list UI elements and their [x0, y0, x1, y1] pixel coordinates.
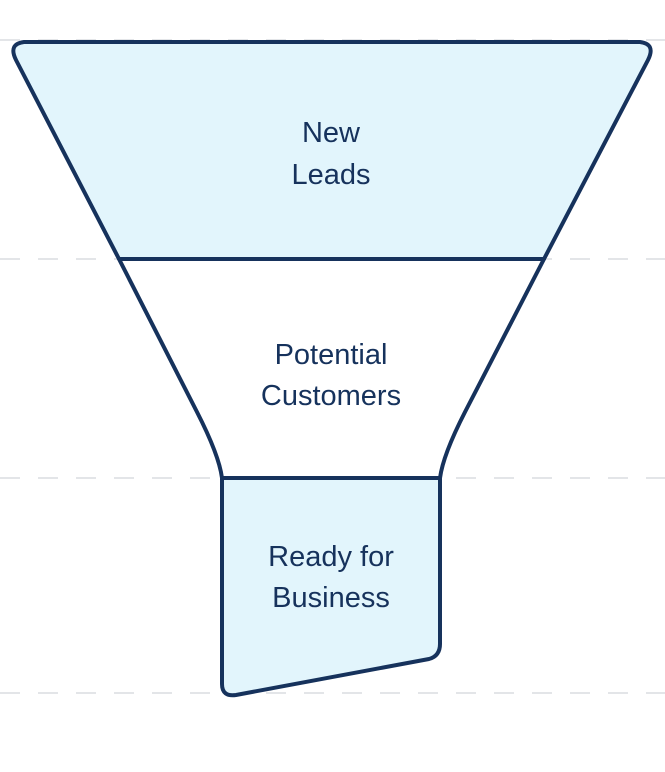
- funnel-stage-label-line2: Customers: [261, 380, 401, 412]
- funnel-stage-potential-customers: Potential Customers: [117, 257, 546, 480]
- funnel-stage-label-line1: Ready for: [268, 541, 394, 573]
- funnel-stage-shape: [220, 476, 442, 698]
- funnel-stage-new-leads: New Leads: [11, 40, 653, 261]
- funnel-stage-ready-for-business: Ready for Business: [220, 476, 442, 698]
- funnel-stage-label-line2: Leads: [291, 159, 370, 191]
- funnel-stage-label-line2: Business: [272, 582, 390, 614]
- funnel-stage-label-line1: Potential: [275, 339, 388, 371]
- funnel-stage-label-line1: New: [302, 117, 361, 149]
- funnel-stage-shape: [11, 40, 653, 261]
